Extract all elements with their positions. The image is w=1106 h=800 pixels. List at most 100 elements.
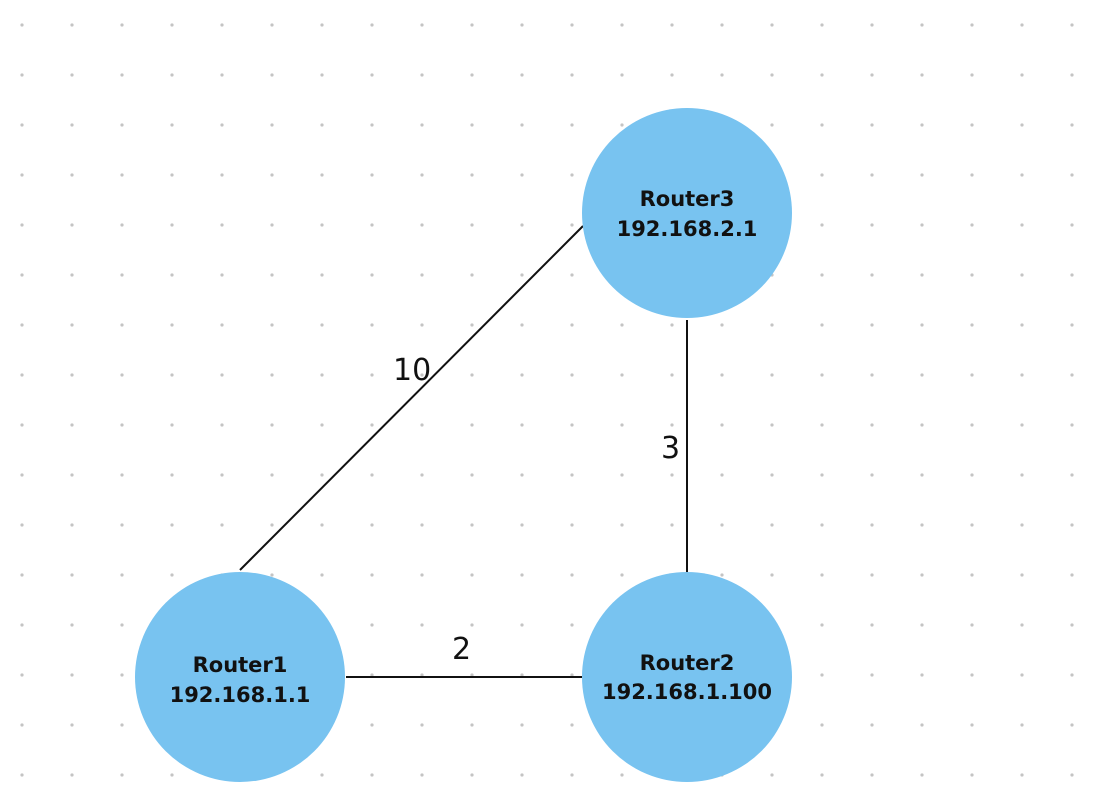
grid-dot	[420, 573, 424, 577]
grid-dot	[470, 73, 474, 77]
grid-dot	[820, 73, 824, 77]
grid-dot	[520, 423, 524, 427]
grid-dot	[420, 223, 424, 227]
grid-dot	[320, 23, 324, 27]
grid-dot	[370, 323, 374, 327]
grid-dot	[120, 773, 124, 777]
grid-dot	[1070, 423, 1074, 427]
grid-dot	[820, 173, 824, 177]
grid-dot	[370, 173, 374, 177]
grid-dot	[1070, 323, 1074, 327]
node-router3-ip: 192.168.2.1	[617, 217, 758, 241]
grid-dot	[870, 73, 874, 77]
grid-dot	[570, 273, 574, 277]
grid-dot	[1020, 423, 1024, 427]
grid-dot	[20, 573, 24, 577]
grid-dot	[120, 523, 124, 527]
node-router2-circle[interactable]	[582, 572, 792, 782]
grid-dot	[20, 223, 24, 227]
link-router1-router3[interactable]	[239, 225, 584, 571]
grid-dot	[970, 373, 974, 377]
grid-dot	[520, 323, 524, 327]
grid-dot	[370, 123, 374, 127]
grid-dot	[20, 273, 24, 277]
grid-dot	[570, 573, 574, 577]
grid-dot	[320, 73, 324, 77]
node-router2[interactable]: Router2 192.168.1.100	[582, 572, 792, 782]
grid-dot	[220, 423, 224, 427]
grid-dot	[720, 73, 724, 77]
link-weight-router1-router3: 10	[393, 353, 431, 388]
grid-dot	[920, 173, 924, 177]
node-router1[interactable]: Router1 192.168.1.1	[135, 572, 345, 782]
grid-dot	[820, 773, 824, 777]
grid-dot	[120, 423, 124, 427]
grid-dot	[20, 773, 24, 777]
grid-dot	[1020, 373, 1024, 377]
grid-dot	[870, 123, 874, 127]
grid-dot	[120, 273, 124, 277]
grid-dot	[270, 523, 274, 527]
grid-dot	[370, 773, 374, 777]
node-router3[interactable]: Router3 192.168.2.1	[582, 108, 792, 318]
grid-dot	[970, 573, 974, 577]
grid-dot	[20, 523, 24, 527]
grid-dot	[1070, 723, 1074, 727]
grid-dot	[920, 23, 924, 27]
grid-dot	[470, 723, 474, 727]
grid-dot	[120, 473, 124, 477]
grid-dot	[1070, 123, 1074, 127]
grid-dot	[920, 523, 924, 527]
grid-dot	[820, 473, 824, 477]
grid-dot	[470, 673, 474, 677]
grid-dot	[920, 573, 924, 577]
grid-dot	[170, 73, 174, 77]
grid-dot	[220, 123, 224, 127]
grid-dot	[520, 223, 524, 227]
grid-dot	[20, 123, 24, 127]
grid-dot	[570, 673, 574, 677]
grid-dot	[20, 323, 24, 327]
grid-dot	[670, 23, 674, 27]
grid-dot	[370, 73, 374, 77]
grid-dot	[770, 573, 774, 577]
grid-dot	[320, 123, 324, 127]
grid-dot	[820, 323, 824, 327]
grid-dot	[970, 173, 974, 177]
grid-dot	[420, 123, 424, 127]
grid-dot	[870, 723, 874, 727]
grid-dot	[670, 473, 674, 477]
node-router3-circle[interactable]	[582, 108, 792, 318]
grid-dot	[620, 123, 624, 127]
grid-dot	[320, 223, 324, 227]
grid-dot	[620, 773, 624, 777]
grid-dot	[870, 473, 874, 477]
grid-dot	[1070, 73, 1074, 77]
grid-dot	[470, 373, 474, 377]
grid-dot	[370, 723, 374, 727]
grid-dot	[920, 223, 924, 227]
grid-dot	[620, 423, 624, 427]
grid-dot	[670, 73, 674, 77]
grid-dot	[320, 273, 324, 277]
grid-dot	[920, 323, 924, 327]
grid-dot	[570, 723, 574, 727]
grid-dot	[120, 223, 124, 227]
grid-dot	[20, 623, 24, 627]
grid-dot	[120, 623, 124, 627]
grid-dot	[1070, 573, 1074, 577]
grid-dot	[870, 623, 874, 627]
grid-dot	[1020, 73, 1024, 77]
node-router1-circle[interactable]	[135, 572, 345, 782]
grid-dot	[570, 223, 574, 227]
grid-dot	[720, 423, 724, 427]
grid-dot	[470, 473, 474, 477]
grid-dot	[920, 123, 924, 127]
grid-dot	[970, 273, 974, 277]
grid-dot	[420, 773, 424, 777]
grid-dot	[820, 273, 824, 277]
grid-dot	[420, 73, 424, 77]
grid-dot	[970, 673, 974, 677]
grid-dot	[1020, 523, 1024, 527]
